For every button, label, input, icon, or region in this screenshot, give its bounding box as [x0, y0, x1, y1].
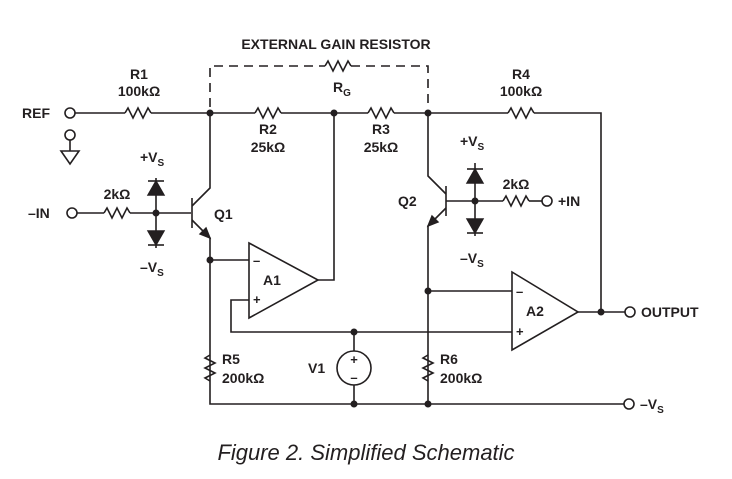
right-protection-diodes	[465, 163, 485, 236]
a1-minus: –	[253, 253, 260, 268]
r4-name: R4	[512, 66, 530, 82]
q1-transistor: Q1	[191, 113, 233, 394]
v1-minus: –	[350, 370, 357, 385]
r6-name: R6	[440, 351, 458, 367]
left-minus-vs-label: –VS	[140, 259, 164, 279]
q2-label: Q2	[398, 193, 417, 209]
right-plus-vs-label: +VS	[460, 133, 485, 153]
minus-in-terminal: –IN	[28, 205, 78, 221]
left-plus-vs-label: +VS	[140, 149, 165, 169]
left-protection-diodes	[146, 178, 166, 248]
r3-name: R3	[372, 121, 390, 137]
r2-resistor: R2 25kΩ	[251, 106, 286, 155]
q2-transistor: Q2	[398, 113, 447, 404]
minus-in-label: –IN	[28, 205, 50, 221]
rin-right-resistor: 2kΩ	[502, 176, 530, 208]
r3-resistor: R3 25kΩ	[364, 106, 399, 155]
minus-vs-terminal: –VS	[623, 396, 664, 416]
r5-value: 200kΩ	[222, 370, 264, 386]
r6-resistor: R6 200kΩ	[421, 351, 482, 386]
a1-plus: +	[253, 292, 261, 307]
rin-left-value: 2kΩ	[104, 186, 131, 202]
v1-label: V1	[308, 360, 325, 376]
a2-plus: +	[516, 324, 524, 339]
r5-resistor: R5 200kΩ	[203, 351, 264, 386]
external-gain-resistor-label: EXTERNAL GAIN RESISTOR	[241, 36, 430, 52]
r2-name: R2	[259, 121, 277, 137]
ref-terminal: REF	[22, 105, 76, 121]
figure-caption: Figure 2. Simplified Schematic	[217, 440, 515, 465]
rin-right-value: 2kΩ	[503, 176, 530, 192]
minus-vs-label: –VS	[640, 396, 664, 416]
ref-label: REF	[22, 105, 50, 121]
r4-value: 100kΩ	[500, 83, 542, 99]
v1-source: + – V1	[308, 332, 372, 404]
a2-minus: –	[516, 284, 523, 299]
rin-left-resistor: 2kΩ	[103, 186, 131, 220]
r5-name: R5	[222, 351, 240, 367]
r4-resistor: R4 100kΩ	[500, 66, 542, 120]
plus-in-label: +IN	[558, 193, 580, 209]
plus-in-terminal: +IN	[541, 193, 580, 209]
v1-plus: +	[350, 352, 358, 367]
a2-label: A2	[526, 303, 544, 319]
a1-label: A1	[263, 272, 281, 288]
output-label: OUTPUT	[641, 304, 699, 320]
q1-label: Q1	[214, 206, 233, 222]
r1-name: R1	[130, 66, 148, 82]
a1-opamp: – + A1	[248, 241, 320, 320]
r1-value: 100kΩ	[118, 83, 160, 99]
r1-resistor: R1 100kΩ	[118, 66, 160, 120]
r6-value: 200kΩ	[440, 370, 482, 386]
right-minus-vs-label: –VS	[460, 250, 484, 270]
ground-icon	[59, 129, 81, 166]
rg-label: RG	[333, 79, 351, 99]
a2-opamp: – + A2	[511, 270, 580, 352]
r3-value: 25kΩ	[364, 139, 399, 155]
output-terminal: OUTPUT	[624, 304, 699, 320]
rg-resistor: RG	[209, 59, 429, 107]
r2-value: 25kΩ	[251, 139, 286, 155]
